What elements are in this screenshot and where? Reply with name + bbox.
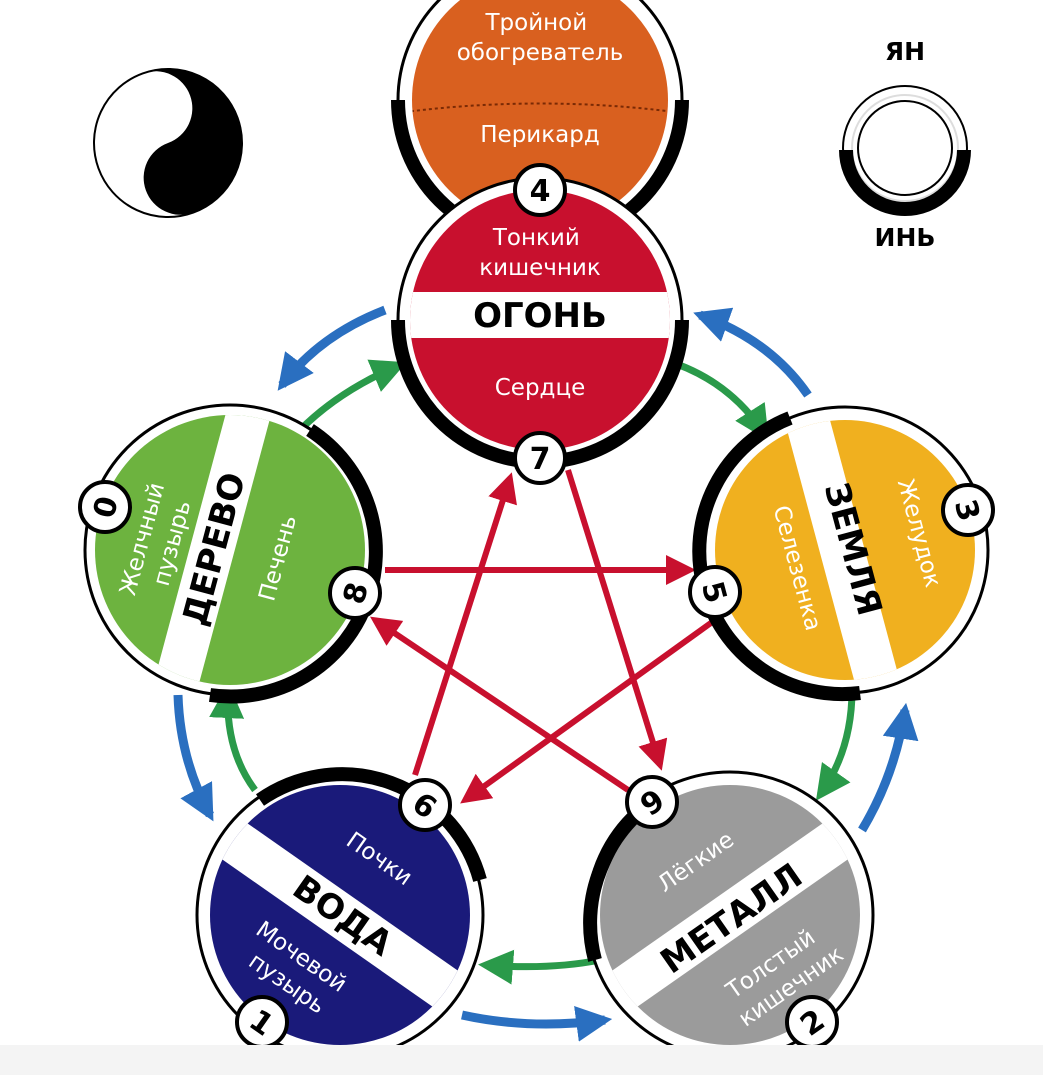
arrow-water-to-fire xyxy=(412,472,517,776)
fire-top-line2: кишечник xyxy=(479,255,601,281)
control-star xyxy=(370,469,717,804)
triple-top-line2: обогреватель xyxy=(457,40,624,66)
fire-name: ОГОНЬ xyxy=(473,296,607,336)
fire-bottom: Сердце xyxy=(495,375,586,401)
fire-top-line1: Тонкий xyxy=(492,225,580,251)
arrow-wood-to-water xyxy=(173,694,214,822)
arrow-fire-to-wood xyxy=(277,305,387,391)
metal-band xyxy=(600,810,860,1020)
metal-circle: Лёгкие МЕТАЛЛ Толстый кишечник 9 2 xyxy=(583,770,875,1060)
arrow-earth-to-water xyxy=(460,617,717,804)
arrow-earth-to-metal xyxy=(815,689,856,801)
svg-text:Тройной обогреватель: Тройной обогреватель xyxy=(457,10,624,66)
legend-yin: ИНЬ xyxy=(875,223,936,252)
water-band xyxy=(210,810,470,1020)
earth-circle: Селезенка ЗЕМЛЯ Желудок 5 3 xyxy=(688,405,995,702)
yin-yang-icon xyxy=(93,68,243,218)
fire-number-bottom: 7 xyxy=(530,442,551,477)
arrow-water-to-metal xyxy=(461,1005,613,1042)
water-circle: Почки ВОДА Мочевой пузырь 6 1 xyxy=(195,767,487,1060)
wood-circle: Желчный пузырь ДЕРЕВО Печень 0 8 xyxy=(78,403,383,704)
counter-cycle xyxy=(173,305,919,1042)
arrow-wood-to-fire xyxy=(297,359,407,433)
arrow-water-to-wood xyxy=(209,683,258,793)
bottom-strip xyxy=(0,1045,1043,1075)
arrow-fire-to-metal xyxy=(565,469,668,771)
yang-yin-ring-icon xyxy=(839,85,971,216)
arrow-metal-to-water xyxy=(478,949,601,985)
triple-top-line1: Тройной xyxy=(484,10,587,36)
arrow-fire-to-earth xyxy=(663,356,769,441)
earth-band xyxy=(781,420,903,680)
svg-text:Тонкий кишечник: Тонкий кишечник xyxy=(479,225,601,281)
arrow-metal-to-wood xyxy=(370,616,630,793)
fire-circle: Тонкий кишечник ОГОНЬ Сердце 4 7 xyxy=(391,163,689,485)
wood-band xyxy=(151,415,273,685)
fire-band xyxy=(410,292,670,338)
legend-yang: ЯН xyxy=(885,37,925,66)
arrow-earth-to-fire xyxy=(693,307,812,398)
yang-yin-legend: ЯН ИНЬ xyxy=(839,37,971,252)
triple-bottom: Перикард xyxy=(480,122,599,148)
arrow-metal-to-earth xyxy=(858,702,919,833)
fire-number-top: 4 xyxy=(530,174,551,209)
